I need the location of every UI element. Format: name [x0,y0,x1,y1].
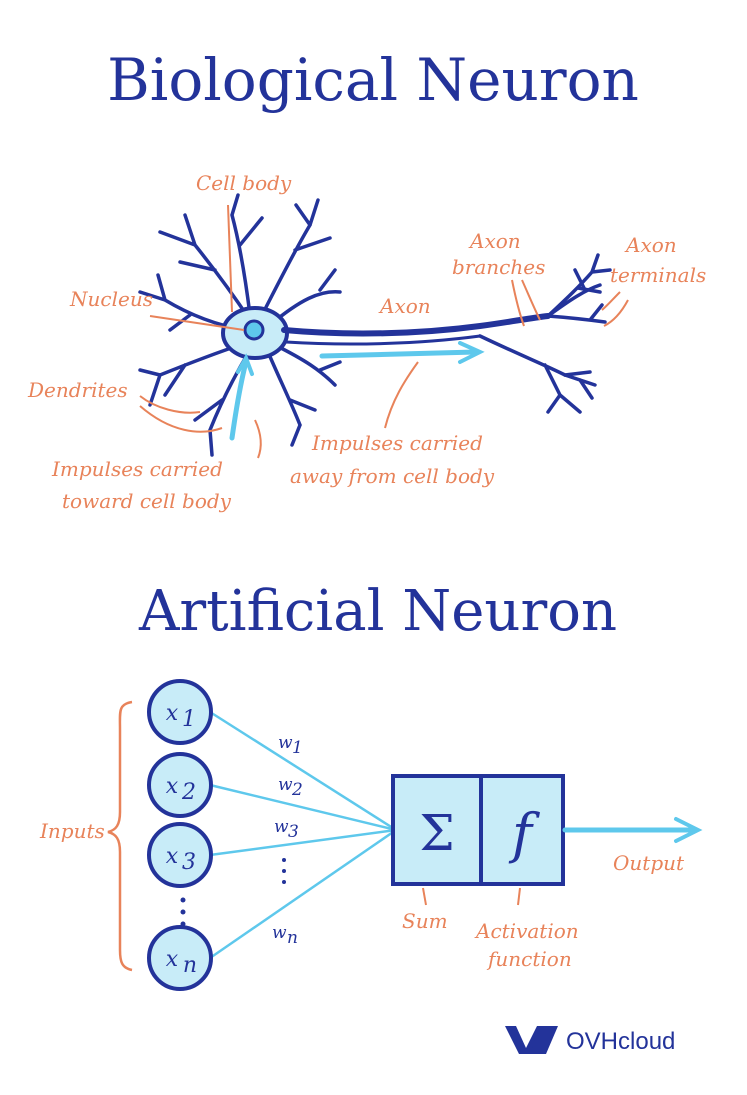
activation-leader [517,887,521,906]
ovhcloud-logo: OVHcloud [505,1026,675,1055]
weight-subscript-3: 3 [288,822,299,842]
inputs-brace [107,700,133,972]
svg-text:x: x [166,947,179,972]
impulse-away-arrow [319,349,479,359]
neuron-box: Σ f [391,774,565,886]
weight-labels: w 1 w 2 w 3 w n [272,733,303,948]
axon-branches-label-line2: branches [452,255,545,279]
weight-subscript-1: 1 [292,738,303,758]
axon-label: Axon [378,294,431,318]
svg-text:x: x [166,844,179,869]
input-dots [180,897,186,927]
sum-leader [422,887,427,906]
nucleus-shape [243,319,265,341]
nucleus-label: Nucleus [69,287,153,311]
axon-terminals [478,253,612,414]
impulses-toward-label-line2: toward cell body [62,489,232,513]
activation-label-line2: function [486,947,572,971]
input-nodes: x 1 x 2 x 3 x n [147,679,213,991]
input-subscript-n: n [183,953,197,978]
weight-subscript-n: n [287,928,298,948]
impulse-arrows [229,341,485,441]
svg-text:w: w [278,775,293,795]
impulses-toward-label-line1: Impulses carried [51,457,223,481]
input-subscript-1: 1 [182,707,196,732]
input-node-x2: x 2 [147,752,213,818]
activation-box [479,774,565,886]
input-subscript-2: 2 [181,780,196,805]
brand-name: OVHcloud [566,1028,675,1055]
biological-title: Biological Neuron [107,46,639,114]
output-label: Output [613,851,685,875]
axon-terminals-label-line2: terminals [610,263,706,287]
input-subscript-3: 3 [182,850,196,875]
impulse-toward-arrow [229,359,249,441]
input-node-xn: x n [147,925,213,991]
input-node-x1: x 1 [147,679,213,745]
impulses-away-label-line1: Impulses carried [311,431,483,455]
svg-text:w: w [274,817,289,837]
svg-text:x: x [166,701,179,726]
svg-text:x: x [166,774,179,799]
axon-shape [281,313,551,337]
sum-box [391,774,483,886]
svg-text:w: w [272,923,287,943]
axon-terminals-label-line1: Axon [624,233,677,257]
output-arrow [562,817,703,843]
dendrites-label: Dendrites [27,378,128,402]
cell-body-label: Cell body [196,171,292,195]
dendrites [138,193,342,457]
inputs-label: Inputs [39,819,105,843]
activation-label-line1: Activation [474,919,579,943]
input-node-x3: x 3 [147,822,213,888]
svg-text:w: w [278,733,293,753]
weight-subscript-2: 2 [291,780,303,800]
sum-symbol: Σ [419,804,454,862]
leader-lines [139,204,629,459]
impulses-away-label-line2: away from cell body [290,464,495,488]
biological-neuron-drawing [138,193,612,457]
weight-connections [209,710,397,960]
artificial-title: Artificial Neuron [138,579,617,644]
axon-branches-label-line1: Axon [468,229,521,253]
sum-label: Sum [402,909,448,933]
